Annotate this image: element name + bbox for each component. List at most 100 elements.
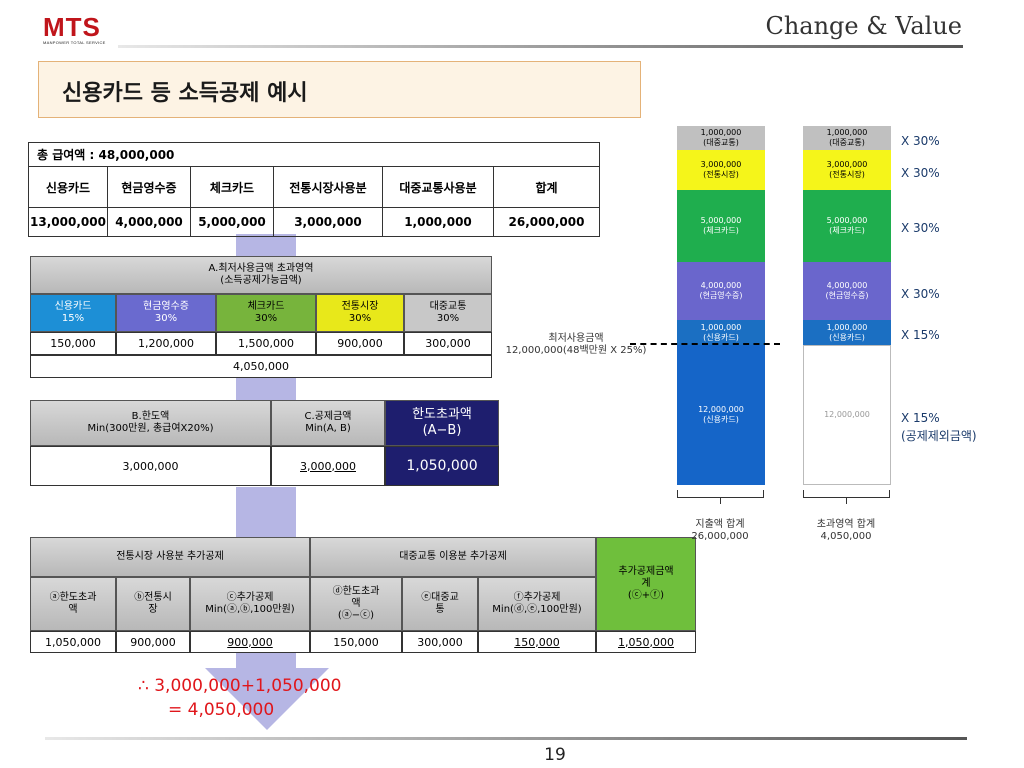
segment-amount: 4,000,000 [700, 281, 742, 290]
segment-category: (체크카드) [703, 226, 739, 235]
header-public-transit: 대중교통사용분 [382, 166, 494, 208]
category-rate: 30% [254, 313, 278, 324]
extra-value-text: 300,000 [417, 635, 463, 649]
excess-sum-value: 4,050,000 [820, 531, 872, 542]
header-divider [118, 45, 963, 48]
subheader-line: Min(ⓐ,ⓑ,100만원) [205, 604, 295, 615]
bar2-segment-1: 3,000,000(전통시장) [803, 150, 891, 190]
segment-amount: 1,000,000 [700, 128, 742, 137]
rate-text: X 15% [901, 411, 940, 425]
category-amount-0: 150,000 [30, 332, 116, 355]
deduction-value-text: 3,000,000 [300, 459, 356, 473]
company-logo: MTS [43, 12, 101, 42]
category-rate: 30% [348, 313, 372, 324]
category-amount-text: 300,000 [425, 337, 471, 350]
header-total: 합계 [493, 166, 600, 208]
subheader-line: ⓓ한도초과 [332, 586, 380, 597]
section-a-total: 4,050,000 [30, 355, 492, 378]
segment-category: (신용카드) [703, 415, 739, 424]
segment-category: (신용카드) [703, 332, 739, 342]
rate-label-3: X 30% [901, 287, 940, 301]
category-rate: 30% [154, 313, 178, 324]
section-a-title: A.최저사용금액 초과영역 [208, 263, 314, 274]
extra-value-text: 150,000 [333, 635, 379, 649]
excess-title: 한도초과액 [412, 407, 472, 422]
category-name: 신용카드 [54, 301, 92, 312]
segment-category: (신용카드) [829, 332, 865, 342]
down-arrow-icon [205, 668, 329, 730]
extra-total-title-2: 계 [641, 578, 651, 589]
bar2-brace [803, 490, 890, 498]
extra-value-0: 1,050,000 [30, 631, 116, 653]
bar1-segment-3: 4,000,000(현금영수증) [677, 262, 765, 320]
bar1-segment-5: 12,000,000(신용카드) [677, 345, 765, 485]
connector-bar-4 [236, 653, 296, 671]
extra-value-text: 900,000 [227, 635, 273, 649]
result-line-2: = 4,050,000 [168, 700, 275, 720]
segment-amount: 3,000,000 [700, 160, 742, 169]
subheader-line: ⓔ대중교 [421, 592, 459, 603]
bar1-brace-tip [720, 498, 721, 504]
excluded-label: (공제제외금액) [901, 429, 977, 443]
extra-value-6: 1,050,000 [596, 631, 696, 653]
bar2-brace-tip [846, 498, 847, 504]
spend-sum: 지출액 합계 26,000,000 [670, 519, 770, 543]
deduction-value: 3,000,000 [271, 446, 385, 486]
segment-category: (현금영수증) [699, 291, 743, 300]
extra-value-text: 900,000 [130, 635, 176, 649]
rate-label-0: X 30% [901, 134, 940, 148]
rate-text: X 30% [901, 134, 940, 148]
result-line-1: ∴ 3,000,000+1,050,000 [138, 676, 342, 696]
extra-total-formula: (ⓒ+ⓕ) [627, 590, 665, 601]
header-check-card: 체크카드 [190, 166, 274, 208]
category-amount-text: 1,200,000 [138, 337, 194, 350]
segment-category: (전통시장) [829, 170, 865, 179]
limit-value: 3,000,000 [30, 446, 271, 486]
total-salary-label: 총 급여액 : 48,000,000 [28, 142, 600, 167]
segment-category: (체크카드) [829, 226, 865, 235]
title-box [38, 61, 641, 118]
limit-title: B.한도액 [131, 411, 170, 422]
extra-value-text: 150,000 [514, 635, 560, 649]
deduction-formula: Min(A, B) [305, 423, 351, 434]
subheader-line: ⓕ추가공제 [513, 592, 561, 603]
min-usage-dashed-line [630, 343, 780, 345]
section-a-header: A.최저사용금액 초과영역 (소득공제가능금액) [30, 256, 492, 294]
header-cash-receipt: 현금영수증 [107, 166, 191, 208]
income-summary-table: 총 급여액 : 48,000,000 신용카드 현금영수증 체크카드 전통시장사… [28, 142, 600, 237]
rate-label-1: X 30% [901, 166, 940, 180]
market-extra-header: 전통시장 사용분 추가공제 [30, 537, 310, 577]
subheader-line: ⓒ추가공제 [226, 592, 274, 603]
rate-text: X 15% [901, 328, 940, 342]
segment-amount: 1,000,000 [700, 322, 742, 332]
tagline: Change & Value [765, 12, 962, 40]
bar2-segment-4: 1,000,000(신용카드) [803, 320, 891, 345]
category-amount-2: 1,500,000 [216, 332, 316, 355]
min-usage-title: 최저사용금액 [548, 333, 604, 344]
segment-amount: 12,000,000 [824, 410, 870, 419]
rate-text: X 30% [901, 166, 940, 180]
excess-sum: 초과영역 합계 4,050,000 [796, 519, 896, 543]
subheader-line: Min(ⓓ,ⓔ,100만원) [492, 604, 582, 615]
rate-text: X 30% [901, 287, 940, 301]
subheader-line: 장 [148, 604, 158, 615]
limit-formula: Min(300만원, 총급여X20%) [87, 423, 214, 434]
rate-label-2: X 30% [901, 221, 940, 235]
category-amount-text: 150,000 [50, 337, 96, 350]
connector-bar-1 [236, 234, 296, 256]
bar1-segment-4: 1,000,000(신용카드) [677, 320, 765, 345]
extra-value-4: 300,000 [402, 631, 478, 653]
subheader-line: (ⓐ−ⓒ) [337, 610, 375, 621]
segment-amount: 1,000,000 [826, 128, 868, 137]
segment-amount: 5,000,000 [826, 216, 868, 225]
connector-bar-2 [236, 378, 296, 400]
subheader-line: 통 [435, 604, 445, 615]
